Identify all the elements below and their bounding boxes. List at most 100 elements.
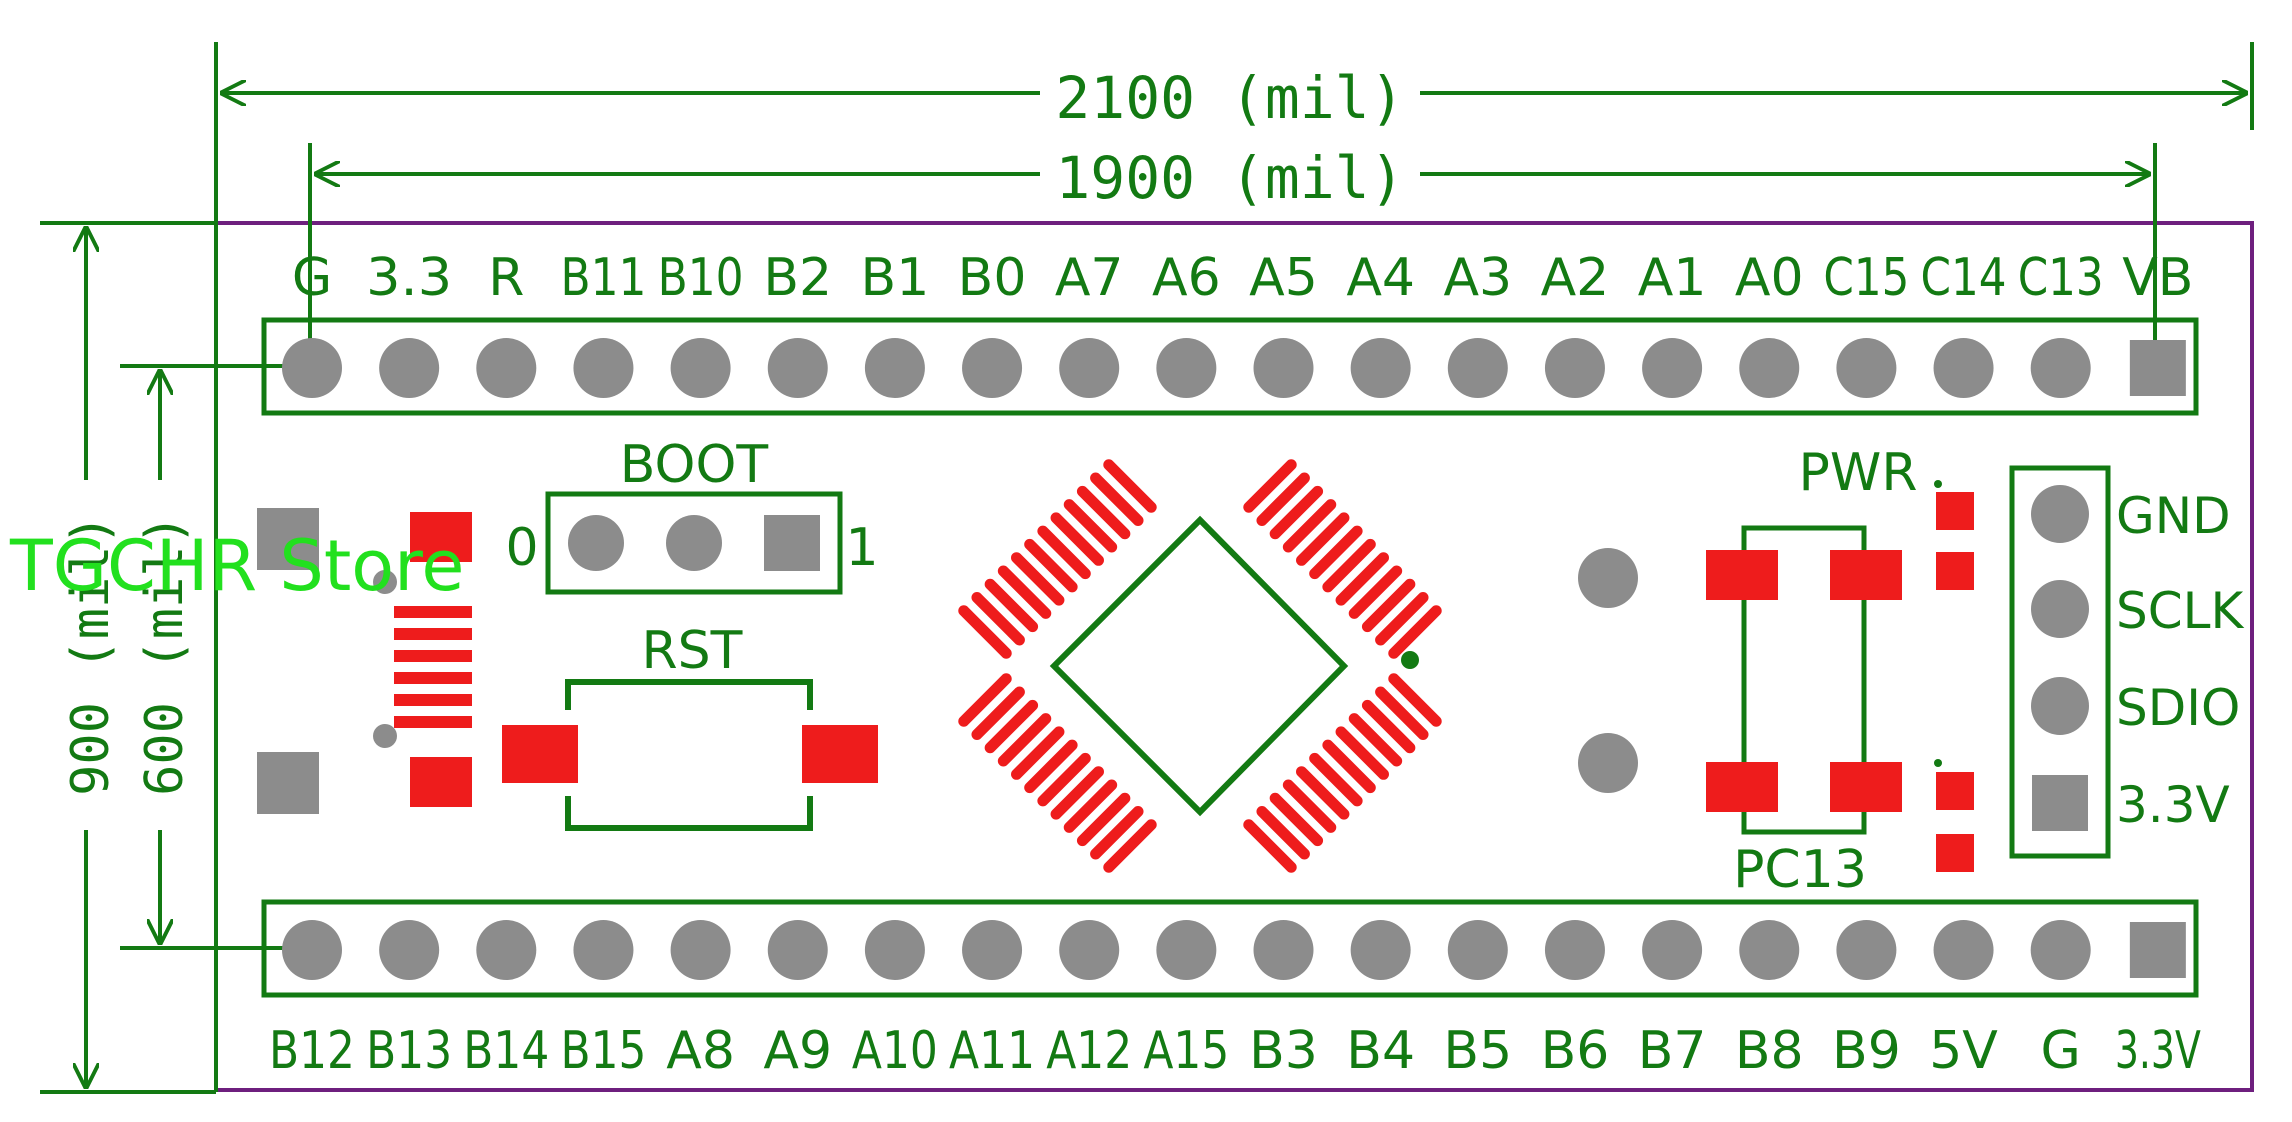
bottom-header-pin-label: B9 <box>1832 1021 1901 1081</box>
top-header-pin-label: C14 <box>1921 248 2007 308</box>
mcu-lead <box>1348 713 1403 767</box>
bottom-header-pin-pad-17 <box>1836 920 1897 980</box>
bottom-header-pin-label: G <box>2041 1021 2081 1081</box>
bottom-header-pin-pad-20 <box>2129 922 2186 978</box>
bottom-header-pin-pad-3 <box>476 920 537 980</box>
mcu-lead <box>1388 673 1442 727</box>
dimension-inner-width <box>308 143 2157 370</box>
mcu-lead <box>1256 472 1310 526</box>
top-header-pin-pad-6 <box>767 338 828 398</box>
mcu-lead <box>1050 766 1104 820</box>
bottom-header-outline <box>261 899 2199 998</box>
mcu-lead <box>958 605 1012 659</box>
top-header-pin-pad-7 <box>864 338 925 398</box>
mcu-lead <box>1050 512 1104 566</box>
mcu-lead <box>1348 565 1403 619</box>
top-header-pin-label: C13 <box>2018 248 2104 308</box>
mcu-lead <box>997 713 1052 767</box>
crystal-component <box>373 512 472 807</box>
mcu-lead <box>1269 792 1324 847</box>
top-header-pin-pad-2 <box>379 338 440 398</box>
bottom-header-pin-pad-19 <box>2030 920 2091 980</box>
top-header-pin-label: B1 <box>861 248 930 308</box>
bottom-header-pin-pad-8 <box>962 920 1023 980</box>
mcu-lead <box>997 565 1052 619</box>
mcu-lead <box>1388 605 1442 659</box>
top-header-pin-label: R <box>488 248 524 308</box>
dimension-inner-height <box>120 364 310 950</box>
top-header-pin-pad-4 <box>573 338 634 398</box>
mcu-lead <box>1375 592 1429 646</box>
swd-header-pins <box>2031 485 2089 831</box>
top-header-pin-pad-8 <box>962 338 1023 398</box>
mount-pad-lower <box>257 752 319 814</box>
mcu-lead <box>971 686 1025 740</box>
dimension-inner-height-label: 600 (mil) <box>135 514 195 796</box>
top-header-pin-label: A7 <box>1055 248 1124 308</box>
mcu-lead <box>958 673 1012 727</box>
swd-pad-1 <box>2031 485 2089 543</box>
mcu-lead <box>1024 538 1078 593</box>
top-header-pin-pad-9 <box>1059 338 1120 398</box>
mcu-lead <box>971 592 1025 646</box>
mcu-lead <box>984 578 1039 633</box>
mcu-lead <box>984 699 1039 754</box>
mcu-lead <box>1063 779 1118 833</box>
bottom-header-pin-label: 5V <box>1929 1021 1998 1081</box>
top-header-pin-label: A6 <box>1152 248 1221 308</box>
mcu-lead <box>1375 686 1429 740</box>
top-header-pin-pad-16 <box>1739 338 1800 398</box>
bottom-header-pin-pad-2 <box>379 920 440 980</box>
bottom-header-pin-label: B4 <box>1346 1021 1415 1081</box>
top-header-pin-pad-14 <box>1544 338 1605 398</box>
pwr-label: PWR <box>1799 443 1918 503</box>
bottom-header-pin-pad-14 <box>1544 920 1605 980</box>
top-header-pin-label: A5 <box>1249 248 1318 308</box>
swd-pad-4 <box>2032 775 2088 831</box>
top-header-pin-pad-19 <box>2030 338 2091 398</box>
mcu-lead <box>1103 459 1157 513</box>
top-header-pin-label: A3 <box>1443 248 1512 308</box>
mcu-lead <box>1269 485 1324 540</box>
bottom-header-pin-label: 3.3V <box>2115 1021 2201 1081</box>
mcu-lead <box>1090 806 1144 860</box>
bottom-header-pin-label: A15 <box>1143 1021 1229 1081</box>
top-header-pin-pad-3 <box>476 338 537 398</box>
mcu-lead <box>1076 792 1131 847</box>
mcu-lead <box>1256 806 1310 860</box>
mcu-lead <box>1361 578 1416 633</box>
mcu-lead <box>1037 525 1091 580</box>
bottom-header-pin-pad-4 <box>573 920 634 980</box>
bottom-header-pin-pad-9 <box>1059 920 1120 980</box>
top-header-pin-pad-20 <box>2129 340 2186 396</box>
swd-pin-label: 3.3V <box>2116 776 2230 834</box>
mcu-lead <box>1309 525 1363 580</box>
pin1-marker-dot <box>1401 651 1419 669</box>
swd-pin-label: GND <box>2116 487 2231 545</box>
dimension-height <box>40 221 216 1094</box>
top-header-pin-label: B0 <box>958 248 1027 308</box>
top-header-pin-pad-10 <box>1156 338 1217 398</box>
bottom-header-pin-label: B3 <box>1249 1021 1318 1081</box>
mcu-chip <box>958 459 1442 873</box>
top-header-pin-label: B2 <box>763 248 832 308</box>
bottom-header-pin-label: A11 <box>949 1021 1035 1081</box>
watermark: TGCHR Store <box>9 525 464 607</box>
top-header-pin-pad-17 <box>1836 338 1897 398</box>
top-header-pin-label: A1 <box>1638 248 1707 308</box>
mcu-lead <box>1011 726 1065 780</box>
bottom-header-pin-pad-15 <box>1642 920 1703 980</box>
bottom-header-pin-label: B8 <box>1735 1021 1804 1081</box>
bottom-header-pin-label: A8 <box>666 1021 735 1081</box>
mcu-lead <box>1024 739 1078 794</box>
bottom-header-pin-pad-16 <box>1739 920 1800 980</box>
through-hole-lower <box>1578 733 1638 793</box>
rst-label: RST <box>642 621 743 681</box>
bottom-header-pin-pad-13 <box>1447 920 1508 980</box>
top-header-pin-label: C15 <box>1823 248 1909 308</box>
top-header-pin-label: A4 <box>1346 248 1415 308</box>
bottom-header-pin-pad-18 <box>1933 920 1994 980</box>
